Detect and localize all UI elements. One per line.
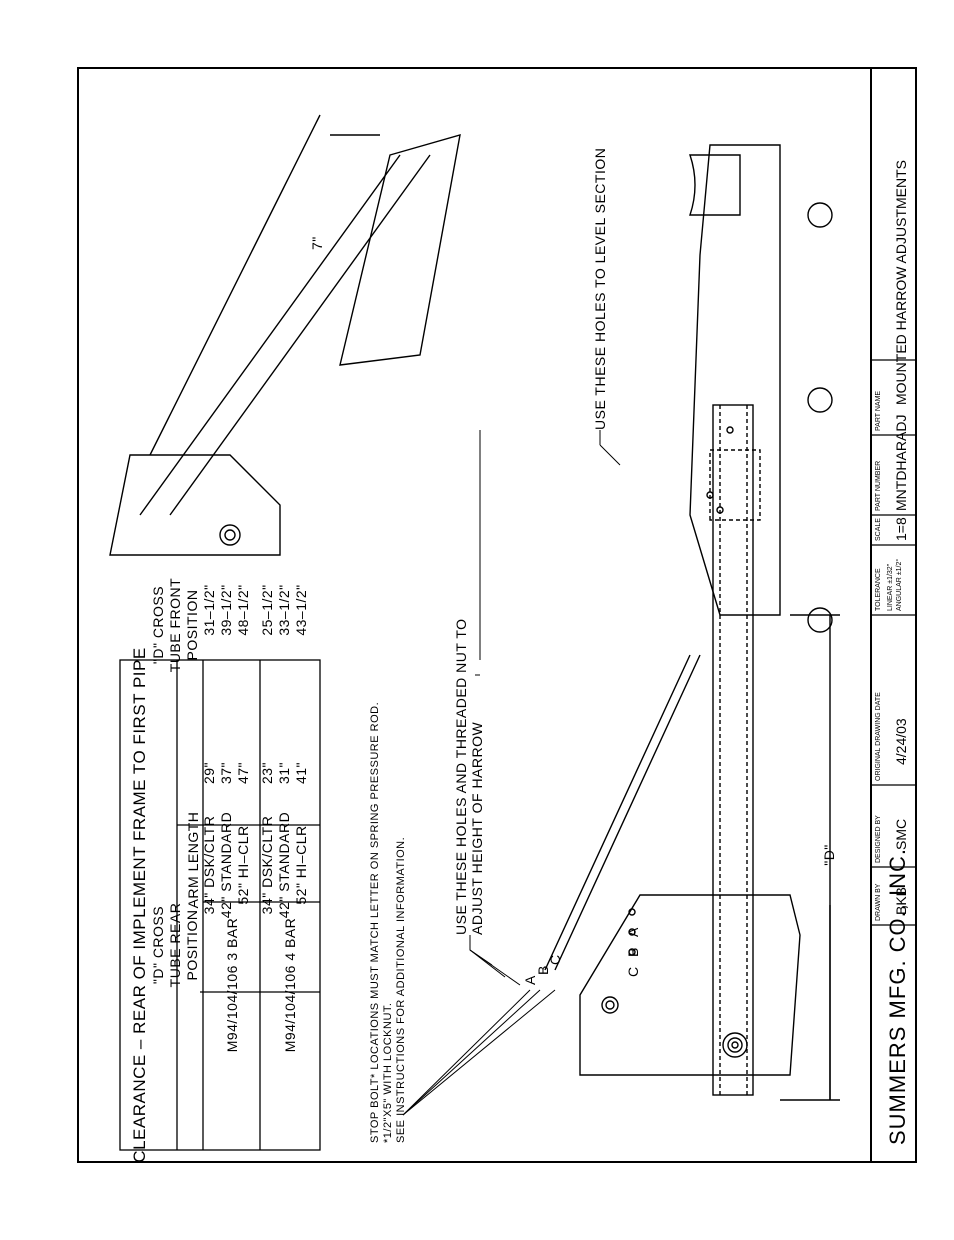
- table-cell-rear: 47": [235, 762, 251, 784]
- harrow-isometric-view: [109, 114, 461, 556]
- date-value: 4/24/03: [893, 718, 909, 765]
- rod-label-c: C: [547, 954, 563, 965]
- table-cell-arm: 34" DSK/CLTR: [259, 816, 275, 915]
- callout-level-section: USE THESE HOLES TO LEVEL SECTION: [592, 148, 608, 430]
- table-cell-rear: 29": [201, 762, 217, 784]
- designed-by-value: SMC: [893, 819, 909, 850]
- note-locknut: *1/2"X5" WITH LOCKNUT.: [382, 1003, 394, 1143]
- table-cell-front: 39–1/2": [218, 584, 234, 635]
- tolerance-angular: ANGULAR ±1/2°: [895, 559, 903, 611]
- part-number-label: PART NUMBER: [875, 461, 882, 511]
- header-arm-length: ARM LENGTH: [185, 812, 201, 909]
- table-cell-front: 43–1/2": [293, 584, 309, 635]
- callout-leaders: [402, 430, 621, 1116]
- rod-label-b: B: [535, 965, 551, 975]
- table-cell-rear: 23": [259, 762, 275, 784]
- scale-label: SCALE: [875, 518, 882, 541]
- table-cell-front: 25–1/2": [259, 584, 275, 635]
- table-header-front: "D" CROSS TUBE FRONT POSITION: [150, 578, 200, 672]
- header-rear-line1: "D" CROSS: [150, 906, 166, 984]
- table-cell-arm: 42" STANDARD: [218, 812, 234, 918]
- table-cell-front: 33–1/2": [276, 584, 292, 635]
- company-name: SUMMERS MFG. CO., INC.: [885, 848, 910, 1145]
- table-header-rear: "D" CROSS TUBE REAR POSITION: [150, 903, 200, 988]
- hole-label-c: C: [625, 966, 641, 977]
- dimension-7in: 7": [309, 236, 325, 250]
- tolerance-linear: LINEAR ±1/32": [887, 563, 894, 611]
- dimension-d: "D": [821, 844, 837, 866]
- group-model-4-bar: M94/104/106 4 BAR: [282, 918, 298, 1053]
- drawn-by-label: DRAWN BY: [875, 883, 882, 921]
- callout-adjust-line2: ADJUST HEIGHT OF HARROW: [469, 721, 485, 935]
- table-cell-front: 48–1/2": [235, 584, 251, 635]
- note-stop-bolt: STOP BOLT* LOCATIONS MUST MATCH LETTER O…: [369, 702, 381, 1143]
- rod-label-a: A: [522, 975, 538, 985]
- table-cell-rear: 31": [276, 762, 292, 784]
- tolerance-label: TOLERANCE: [875, 568, 882, 611]
- part-name-value: MOUNTED HARROW ADJUSTMENTS: [893, 160, 909, 405]
- note-instructions: SEE INSTRUCTIONS FOR ADDITIONAL INFORMAT…: [395, 837, 407, 1143]
- hole-label-b: B: [625, 947, 641, 957]
- callout-adjust-line1: USE THESE HOLES AND THREADED NUT TO: [453, 618, 469, 935]
- drawn-by-value: BKB: [893, 887, 909, 915]
- title-block: SUMMERS MFG. CO., INC. DRAWN BY BKB DESI…: [871, 160, 916, 1145]
- header-front-line3: POSITION: [184, 590, 200, 661]
- clearance-table: [119, 659, 321, 1151]
- table-cell-arm: 52" HI–CLR: [293, 825, 309, 904]
- header-rear-line3: POSITION: [184, 910, 200, 981]
- scale-value: 1=8: [893, 517, 909, 541]
- header-front-line2: TUBE FRONT: [167, 578, 183, 672]
- header-front-line1: "D" CROSS: [150, 586, 166, 664]
- table-cell-rear: 37": [218, 762, 234, 784]
- table-cell-arm: 52" HI–CLR: [235, 825, 251, 904]
- designed-by-label: DESIGNED BY: [875, 815, 882, 863]
- table-cell-arm: 42" STANDARD: [276, 812, 292, 918]
- date-label: ORIGINAL DRAWING DATE: [875, 692, 882, 781]
- harrow-side-view: [544, 144, 840, 1101]
- part-name-label: PART NAME: [875, 391, 882, 431]
- table-title: CLEARANCE – REAR OF IMPLEMENT FRAME TO F…: [130, 647, 149, 1162]
- part-number-value: MNTDHARADJ: [893, 415, 909, 511]
- hole-label-a: A: [625, 927, 641, 937]
- table-cell-rear: 41": [293, 762, 309, 784]
- header-rear-line2: TUBE REAR: [167, 903, 183, 988]
- table-cell-front: 31–1/2": [201, 584, 217, 635]
- table-cell-arm: 34" DSK/CLTR: [201, 816, 217, 915]
- group-model-3-bar: M94/104/106 3 BAR: [224, 918, 240, 1053]
- table-header-arm: ARM LENGTH: [185, 812, 201, 909]
